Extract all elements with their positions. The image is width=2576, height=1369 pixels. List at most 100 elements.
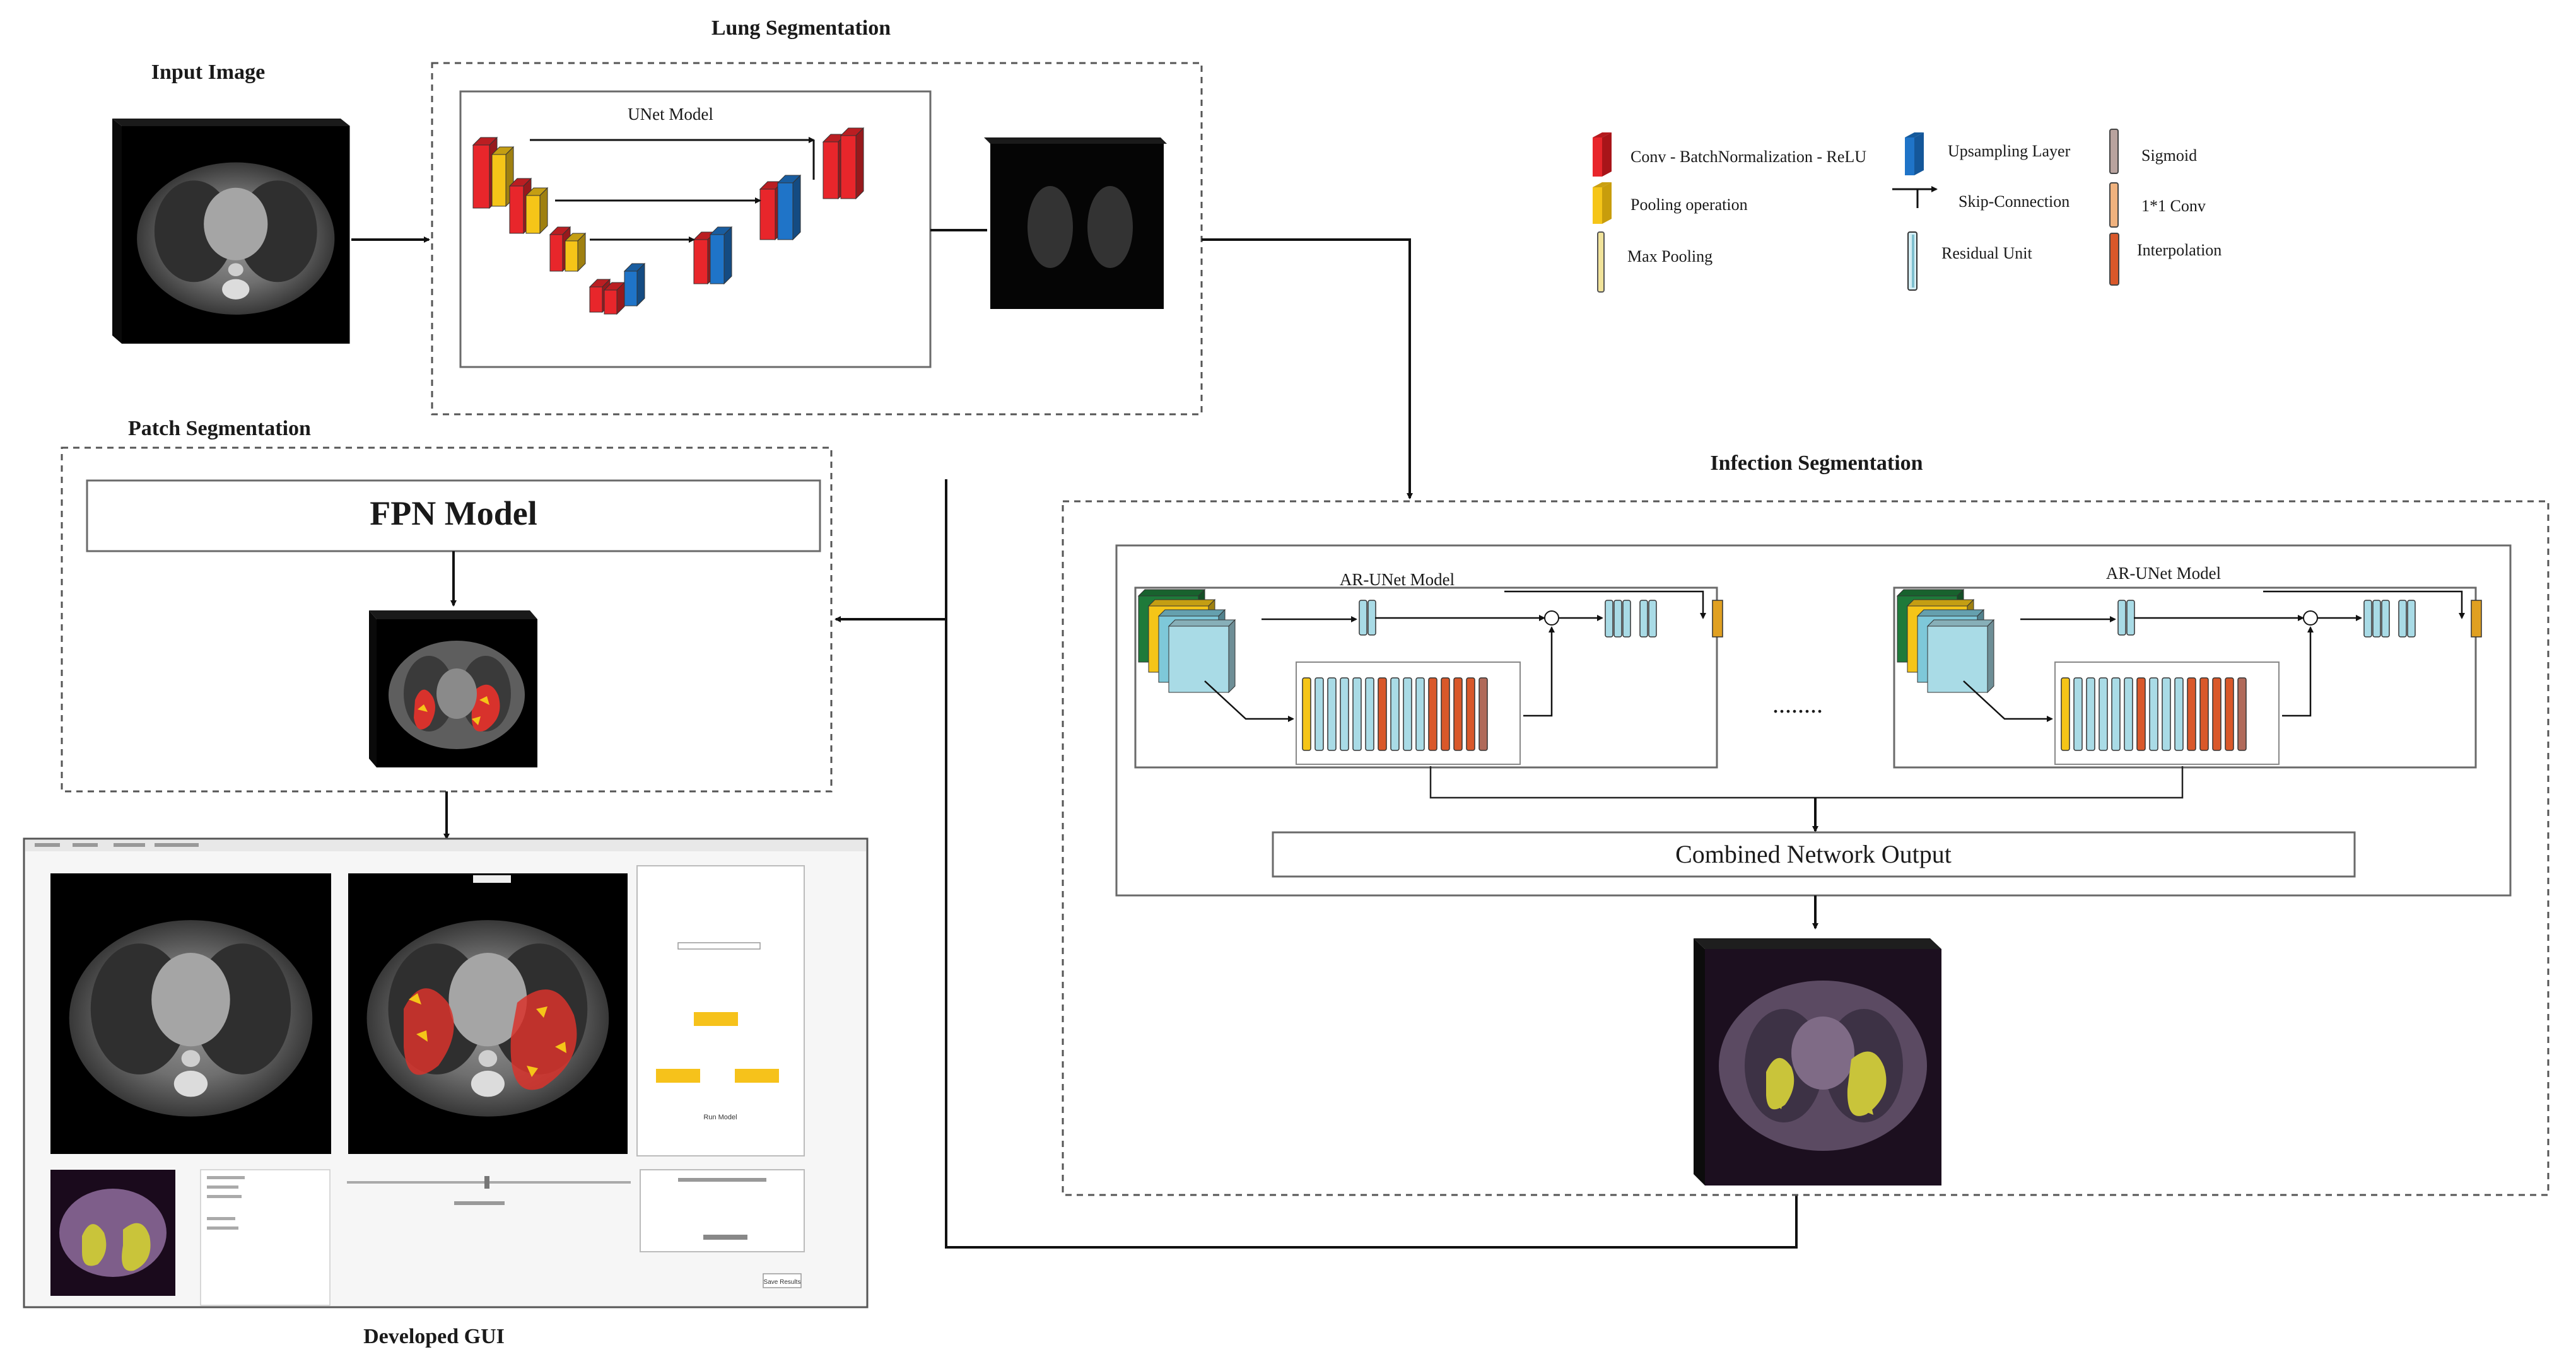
arunet-1-dec-res-2 (1622, 600, 1631, 638)
arunet-1-inner-bar-12 (1453, 677, 1463, 751)
arunet-2-inner-bar-13 (2225, 677, 2234, 751)
arunet-2-inner-to-sum (2282, 626, 2314, 717)
arunet-1-inner-bar-0 (1302, 677, 1311, 751)
legend-residual-icon (1907, 231, 1917, 291)
arunet-1-sum (1544, 610, 1559, 626)
arunet-1-top-res-1 (1367, 600, 1376, 636)
legend-sigmoid-label: Sigmoid (2141, 146, 2197, 165)
legend-maxpool-icon (1597, 231, 1605, 293)
arunet-1-out (1712, 600, 1723, 638)
arunet-2-enc-to-inner (1963, 680, 2053, 722)
arunet-1-top-res-0 (1359, 600, 1367, 636)
arunet-2-top-res-0 (2117, 600, 2126, 636)
arunet-2-inner-bar-6 (2136, 677, 2146, 751)
arunet-1-inner-bar-14 (1478, 677, 1488, 751)
arunet-2-inner-bar-2 (2086, 677, 2095, 751)
lung-mask-image (984, 137, 1167, 309)
arunet-2-dec-res-4 (2407, 600, 2416, 638)
arunet-1-enc-3 (1168, 619, 1236, 694)
legend-pooling-icon (1593, 182, 1612, 224)
arunet-2-top-skip (2263, 590, 2465, 619)
arunet-2-inner-bar-5 (2124, 677, 2133, 751)
legend-pooling-label: Pooling operation (1630, 195, 1748, 214)
arunet-1-inner-bar-9 (1415, 677, 1425, 751)
legend-interpolation-icon (2109, 233, 2119, 286)
legend-conv-icon (1593, 132, 1612, 177)
arunet-1-inner-bar-13 (1466, 677, 1475, 751)
infection-segmentation-frame (1062, 500, 2550, 1196)
unet-block-14 (840, 127, 865, 200)
arunet-1-inner-bar-7 (1390, 677, 1400, 751)
arunet-2-inner-bar-10 (2187, 677, 2196, 751)
unet-block-3 (525, 187, 549, 235)
legend-skip-label: Skip-Connection (1958, 192, 2070, 211)
arunet-2-top-res-1 (2126, 600, 2135, 636)
arunet-1-inner-bar-10 (1428, 677, 1437, 751)
legend-sigmoid-icon (2109, 129, 2119, 174)
arunet-2-out (2471, 600, 2482, 638)
input-ct-image (112, 119, 350, 344)
arunet-1-inner-bar-3 (1340, 677, 1349, 751)
unet-block-5 (564, 232, 587, 272)
unet-model-title: UNet Model (628, 105, 713, 124)
arunet-1-inner-bar-11 (1441, 677, 1450, 751)
arunet-2-enc-3 (1926, 619, 1995, 694)
ar-unet-1-architecture (1137, 588, 1723, 765)
legend-1x1conv-icon (2109, 182, 2119, 228)
arunet-1-inner-to-sum (1523, 626, 1555, 717)
arunet-1-inner-bar-2 (1327, 677, 1337, 751)
arunet-2-dec-res-1 (2372, 600, 2381, 638)
unet-block-10 (709, 226, 733, 285)
legend-upsampling-label: Upsampling Layer (1948, 142, 2071, 160)
arunet-1-dec-res-3 (1639, 600, 1648, 638)
arunet-2-inner-bar-0 (2061, 677, 2070, 751)
arunet-1-dec-res-0 (1605, 600, 1613, 638)
arunet-1-dec-res-1 (1613, 600, 1622, 638)
developed-gui-title: Developed GUI (363, 1325, 505, 1348)
arunet-2-sum (2303, 610, 2318, 626)
gui-save-button-label: Save Results (764, 1279, 801, 1286)
input-image-title: Input Image (151, 61, 265, 84)
arunet-2-dec-res-0 (2363, 600, 2372, 638)
arunet-1-inner-bar-5 (1365, 677, 1374, 751)
infection-to-patch-arrow (834, 479, 1798, 1249)
ar-unet-2-architecture (1896, 588, 2482, 765)
arunet-1-dec-res-4 (1648, 600, 1657, 638)
patch-output-image (369, 610, 537, 767)
gui-run-button-label: Run Model (703, 1114, 737, 1121)
arunet-1-inner-bar-6 (1378, 677, 1387, 751)
combined-output-box (1272, 831, 2356, 878)
legend-residual-label: Residual Unit (1941, 244, 2032, 262)
legend: Conv - BatchNormalization - ReLU Pooling… (1593, 129, 2222, 293)
infection-output-image (1694, 938, 1941, 1185)
ar-unet-model-1-title: AR-UNet Model (1340, 570, 1455, 589)
legend-conv-label: Conv - BatchNormalization - ReLU (1630, 148, 1866, 166)
merge-lines (1429, 766, 2184, 799)
unet-block-7 (603, 281, 626, 315)
arunet-1-inner-bar-8 (1403, 677, 1412, 751)
legend-maxpool-label: Max Pooling (1627, 247, 1712, 265)
arunet-1-top-skip (1504, 590, 1706, 619)
infection-segmentation-title: Infection Segmentation (1710, 451, 1923, 475)
unet-block-12 (776, 174, 802, 241)
arunet-2-dec-res-3 (2398, 600, 2407, 638)
developed-gui-screenshot: Run Model Save Results (23, 837, 869, 1308)
arunet-2-inner-bar-14 (2237, 677, 2247, 751)
legend-skip-icon (1892, 186, 1938, 208)
arunet-1-enc-to-inner (1204, 680, 1294, 722)
arunet-2-inner-bar-8 (2162, 677, 2171, 751)
ellipsis-text: ........ (1772, 690, 1823, 718)
arunet-2-inner-bar-12 (2212, 677, 2222, 751)
arunet-2-inner-bar-11 (2199, 677, 2209, 751)
legend-1x1conv-label: 1*1 Conv (2141, 197, 2206, 215)
arunet-1-inner-bar-1 (1314, 677, 1324, 751)
lung-segmentation-title: Lung Segmentation (711, 16, 891, 40)
arunet-2-inner-bar-7 (2149, 677, 2158, 751)
arunet-2-inner-bar-4 (2111, 677, 2121, 751)
arunet-2-inner-bar-1 (2073, 677, 2083, 751)
arunet-2-inner-bar-3 (2099, 677, 2108, 751)
legend-interpolation-label: Interpolation (2137, 241, 2222, 259)
ar-unet-model-2-title: AR-UNet Model (2106, 564, 2221, 583)
legend-upsampling-icon (1905, 132, 1924, 175)
